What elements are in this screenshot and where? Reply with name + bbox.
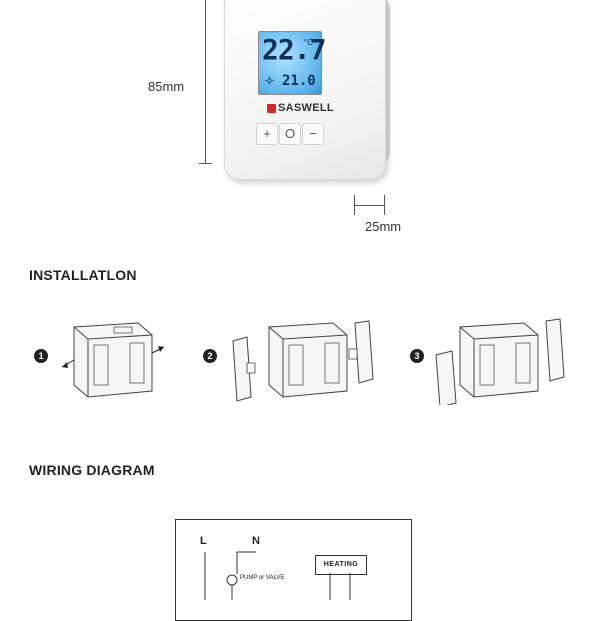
- depth-dimension-line: [354, 205, 384, 206]
- decrease-button[interactable]: −: [302, 123, 324, 145]
- depth-dimension-tick-right: [384, 195, 385, 215]
- wiring-line-label: L: [200, 535, 207, 547]
- wiring-neutral-label: N: [252, 535, 260, 547]
- height-dimension-label: 85mm: [148, 79, 185, 94]
- height-dimension-line: [205, 0, 206, 164]
- lcd-setpoint: 21.0: [282, 73, 316, 89]
- wiring-heading: WIRING DIAGRAM: [29, 462, 155, 478]
- lcd-unit: °C: [304, 38, 313, 47]
- depth-dimension-label: 25mm: [365, 219, 402, 234]
- brand-name: SASWELL: [278, 102, 334, 114]
- mode-button[interactable]: O: [279, 123, 301, 145]
- brand-logo-mark: [267, 104, 276, 113]
- increase-button[interactable]: +: [256, 123, 278, 145]
- step-marker-2: 2: [203, 349, 217, 363]
- lcd-screen: [258, 31, 322, 95]
- installation-step-1-illustration: [61, 322, 165, 398]
- pump-valve-label: PUMP or VALVE: [240, 575, 285, 581]
- step-marker-3: 3: [410, 349, 424, 363]
- step-marker-1: 1: [34, 349, 48, 363]
- lcd-temperature: 22.7: [262, 33, 326, 66]
- sun-icon: [265, 76, 274, 85]
- wiring-diagram-lines: [204, 551, 351, 600]
- installation-heading: INSTALLATLON: [29, 267, 137, 283]
- heating-terminal-box: HEATING: [315, 555, 367, 575]
- installation-step-2-illustration: [232, 320, 374, 402]
- installation-step-3-illustration: [435, 318, 565, 405]
- height-dimension-cap: [199, 163, 212, 164]
